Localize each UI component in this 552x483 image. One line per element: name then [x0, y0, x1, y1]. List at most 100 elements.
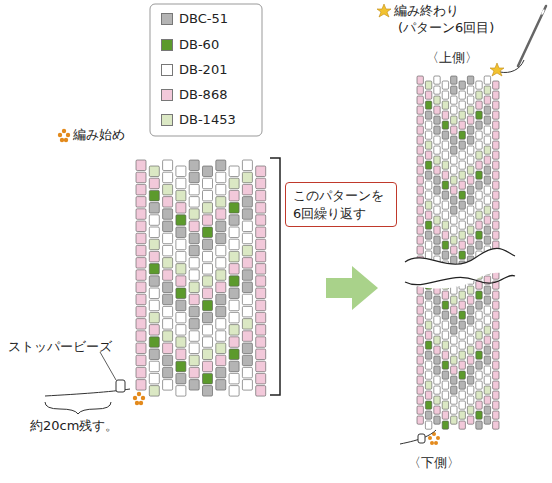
bead: [417, 86, 423, 94]
bead: [476, 341, 482, 349]
bracket: [270, 158, 280, 395]
bead: [467, 86, 473, 94]
bead: [417, 136, 423, 144]
bead: [442, 181, 448, 189]
bead: [136, 343, 146, 354]
legend-text: DBC-51: [179, 11, 228, 27]
bead: [256, 215, 266, 226]
bead: [451, 356, 457, 364]
bead: [467, 146, 473, 154]
bead: [476, 381, 482, 389]
bead: [451, 236, 457, 244]
bead: [493, 421, 499, 429]
bead: [149, 361, 159, 372]
bead: [442, 361, 448, 369]
bead: [451, 316, 457, 324]
bead: [425, 101, 431, 109]
bead: [203, 190, 213, 201]
bead: [442, 191, 448, 199]
bead: [493, 411, 499, 419]
bead: [442, 131, 448, 139]
bead: [484, 76, 490, 84]
bead: [434, 296, 440, 304]
bead: [476, 121, 482, 129]
bead: [434, 356, 440, 364]
bead: [493, 341, 499, 349]
break-fill: [405, 248, 515, 288]
bead: [136, 282, 146, 293]
bead: [149, 312, 159, 323]
bead: [229, 349, 239, 360]
bead: [451, 106, 457, 114]
bead: [451, 116, 457, 124]
bead: [476, 151, 482, 159]
bead: [476, 131, 482, 139]
bead: [242, 184, 252, 195]
bead: [434, 126, 440, 134]
bead: [451, 366, 457, 374]
bead: [176, 312, 186, 323]
bead: [493, 351, 499, 359]
bead: [417, 366, 423, 374]
bead: [136, 258, 146, 269]
bead: [459, 301, 465, 309]
bead: [216, 184, 226, 195]
bead: [242, 245, 252, 256]
bead: [467, 336, 473, 344]
legend-swatch: [161, 39, 173, 51]
bead: [136, 380, 146, 391]
bead: [242, 367, 252, 378]
bead: [417, 326, 423, 334]
bead: [242, 331, 252, 342]
bead: [493, 231, 499, 239]
bead: [476, 101, 482, 109]
end-note: (パターン6回目): [398, 20, 494, 36]
bead: [425, 381, 431, 389]
bead: [451, 406, 457, 414]
bead: [216, 245, 226, 256]
bead: [149, 386, 159, 397]
bead: [229, 373, 239, 384]
bead: [476, 361, 482, 369]
bead: [476, 201, 482, 209]
bead: [136, 197, 146, 208]
bead: [451, 256, 457, 264]
bead: [149, 300, 159, 311]
bead: [493, 161, 499, 169]
bead: [229, 166, 239, 177]
bead: [442, 241, 448, 249]
bead: [149, 251, 159, 262]
bead: [434, 196, 440, 204]
legend-text: DB-1453: [179, 112, 236, 128]
bead: [434, 236, 440, 244]
bead: [176, 178, 186, 189]
bead: [442, 331, 448, 339]
bead: [434, 386, 440, 394]
bead: [203, 312, 213, 323]
bead: [425, 291, 431, 299]
bead: [467, 106, 473, 114]
bead: [163, 160, 173, 171]
bead: [176, 325, 186, 336]
bead: [189, 197, 199, 208]
bead: [442, 121, 448, 129]
bead: [163, 380, 173, 391]
bead: [467, 296, 473, 304]
bead: [459, 231, 465, 239]
bead: [176, 203, 186, 214]
bead: [467, 396, 473, 404]
bead: [149, 178, 159, 189]
bead: [476, 231, 482, 239]
stopper-bead: [116, 380, 125, 392]
bead: [256, 300, 266, 311]
bead: [229, 276, 239, 287]
bead: [476, 321, 482, 329]
bead: [203, 166, 213, 177]
bead: [256, 264, 266, 275]
bead: [149, 325, 159, 336]
bead: [467, 216, 473, 224]
bead: [451, 226, 457, 234]
bead: [136, 319, 146, 330]
bead: [229, 227, 239, 238]
bead: [476, 221, 482, 229]
